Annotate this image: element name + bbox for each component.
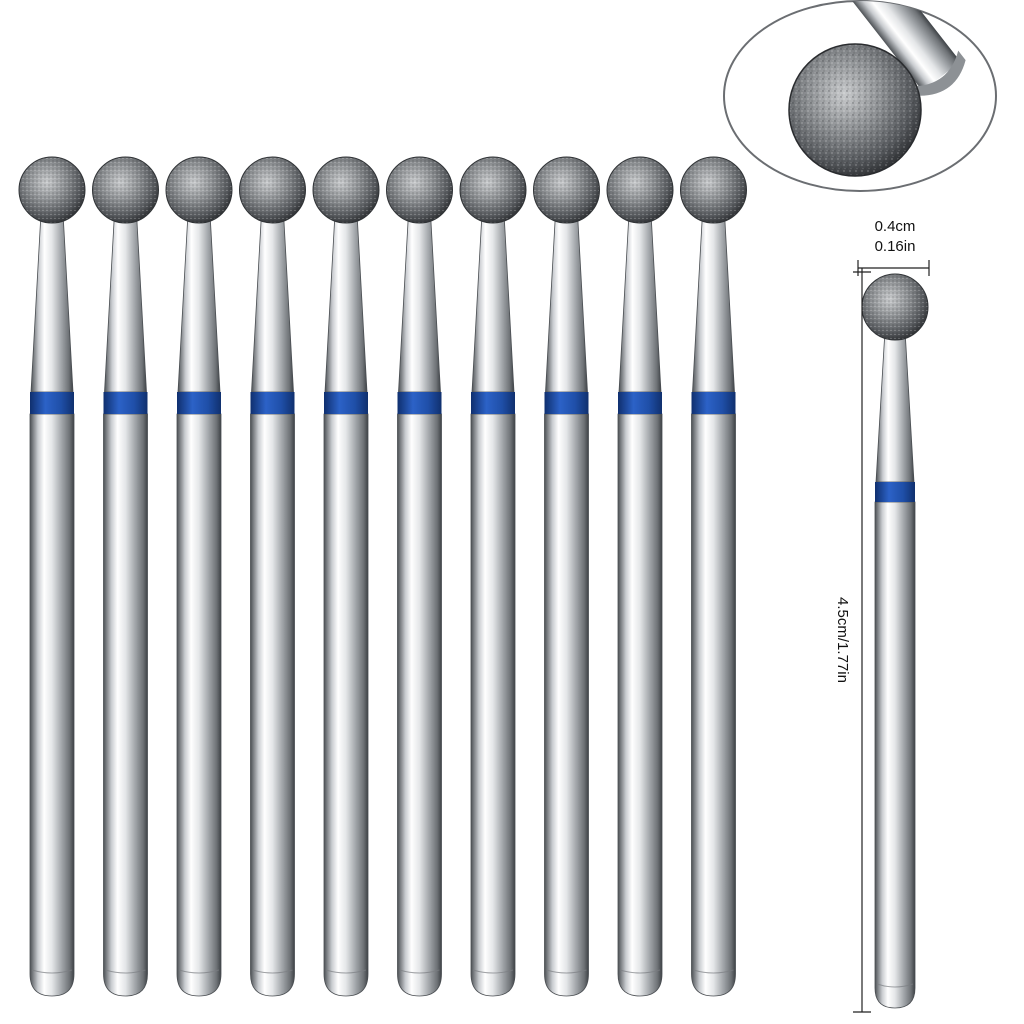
blue-grit-band	[691, 392, 736, 414]
blue-grit-band	[618, 392, 662, 414]
burr-2	[92, 156, 159, 997]
burr-neck	[251, 212, 294, 393]
burr-shank	[176, 413, 222, 997]
burr-neck	[324, 212, 368, 393]
burr-shank	[470, 413, 516, 997]
burr-10	[680, 156, 747, 997]
burr-neck	[692, 212, 735, 393]
burr-5	[312, 156, 380, 997]
burr-neck	[398, 212, 441, 393]
burr-7	[459, 156, 527, 997]
dimensioned-burr	[861, 273, 929, 1009]
blue-grit-band	[250, 392, 295, 414]
burr-neck	[471, 212, 515, 393]
burr-dimensioned	[861, 273, 929, 1009]
blue-grit-band	[544, 392, 589, 414]
blue-grit-band	[103, 392, 148, 414]
burr-9	[606, 156, 674, 997]
burr-neck	[104, 212, 147, 393]
burr-shank	[397, 413, 442, 997]
head-width-cm-label: 0.4cm	[874, 218, 916, 235]
burr-4	[239, 156, 306, 997]
burr-6	[386, 156, 453, 997]
burr-shank	[250, 413, 295, 997]
burr-1	[18, 156, 86, 997]
burr-shank	[103, 413, 148, 997]
burr-shank	[874, 501, 916, 1009]
burr-shank	[323, 413, 369, 997]
dimension-lines	[853, 260, 930, 1013]
burr-neck	[30, 212, 74, 393]
burr-shank	[691, 413, 736, 997]
head-width-in-label: 0.16in	[874, 238, 916, 255]
zoom-detail-bubble	[723, 0, 997, 192]
burr-shank	[29, 413, 75, 997]
burr-neck	[177, 212, 221, 393]
blue-grit-band	[397, 392, 442, 414]
burr-row	[18, 156, 747, 997]
blue-grit-band	[471, 392, 515, 414]
burr-shank	[617, 413, 663, 997]
blue-grit-band	[324, 392, 368, 414]
burr-3	[165, 156, 233, 997]
burr-neck	[545, 212, 588, 393]
burr-shank	[544, 413, 589, 997]
blue-grit-band	[30, 392, 74, 414]
burr-8	[533, 156, 600, 997]
total-length-label: 4.5cm/1.77in	[834, 597, 851, 683]
blue-grit-band	[177, 392, 221, 414]
burr-neck	[618, 212, 662, 393]
blue-grit-band	[875, 482, 915, 502]
burr-neck	[875, 329, 915, 483]
